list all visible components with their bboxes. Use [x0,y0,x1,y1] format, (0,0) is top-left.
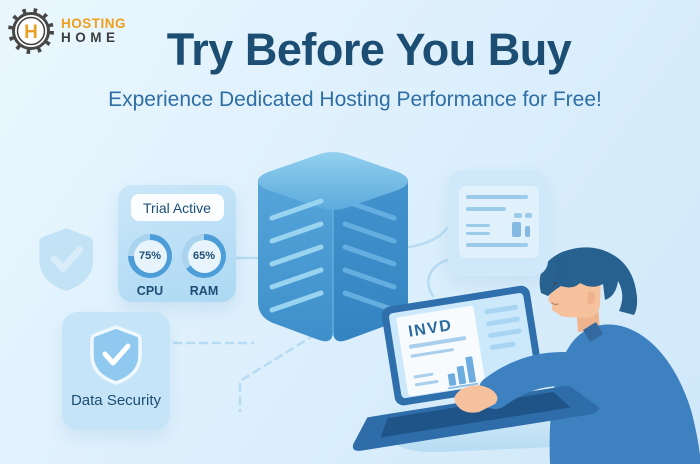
person-collar [583,322,603,342]
server-vents-left [269,198,324,313]
ram-gauge: 65% RAM [182,234,226,298]
trial-status-badge: Trial Active [130,194,224,221]
doc-bar-chart [447,356,479,390]
cpu-gauge: 75% CPU [128,234,172,298]
faint-shield-icon [39,228,94,291]
person-eye [553,282,557,285]
server-icon [258,152,408,342]
logo-name-top: HOSTING [61,15,127,31]
data-security-label: Data Security [70,392,162,409]
page-title: Try Before You Buy [166,24,572,75]
ram-gauge-value: 65% [192,250,216,262]
screen-text-lines [484,304,522,350]
person-hair [539,247,638,315]
resource-gauges: 75% CPU 65% RAM [118,221,236,298]
laptop-doc-title: INVD [407,317,453,341]
ram-gauge-ring: 65% [182,234,226,278]
logo[interactable]: H HOSTING HOME [8,8,126,54]
invoice-panel-content [459,186,539,258]
ram-gauge-label: RAM [189,284,219,298]
cpu-gauge-ring: 75% [128,234,172,278]
logo-name-bottom: HOME [61,30,120,45]
page-subtitle: Experience Dedicated Hosting Performance… [108,88,602,111]
logo-gear-icon: H [8,8,54,54]
cpu-gauge-label: CPU [136,284,164,298]
shield-check-icon [90,325,142,385]
laptop-keyboard [380,391,571,438]
trial-status-card: Trial Active 75% CPU 65% RAM [118,185,236,302]
person-hand [454,385,498,413]
server-vents-right [342,198,397,313]
invoice-panel [448,170,548,276]
logo-monogram: H [24,22,38,43]
person-arm [454,351,634,413]
data-security-card: Data Security [62,312,170,430]
person-eyebrow [551,275,562,278]
cpu-gauge-value: 75% [138,250,162,262]
person-ear [587,291,596,305]
person-mouth [551,302,559,306]
